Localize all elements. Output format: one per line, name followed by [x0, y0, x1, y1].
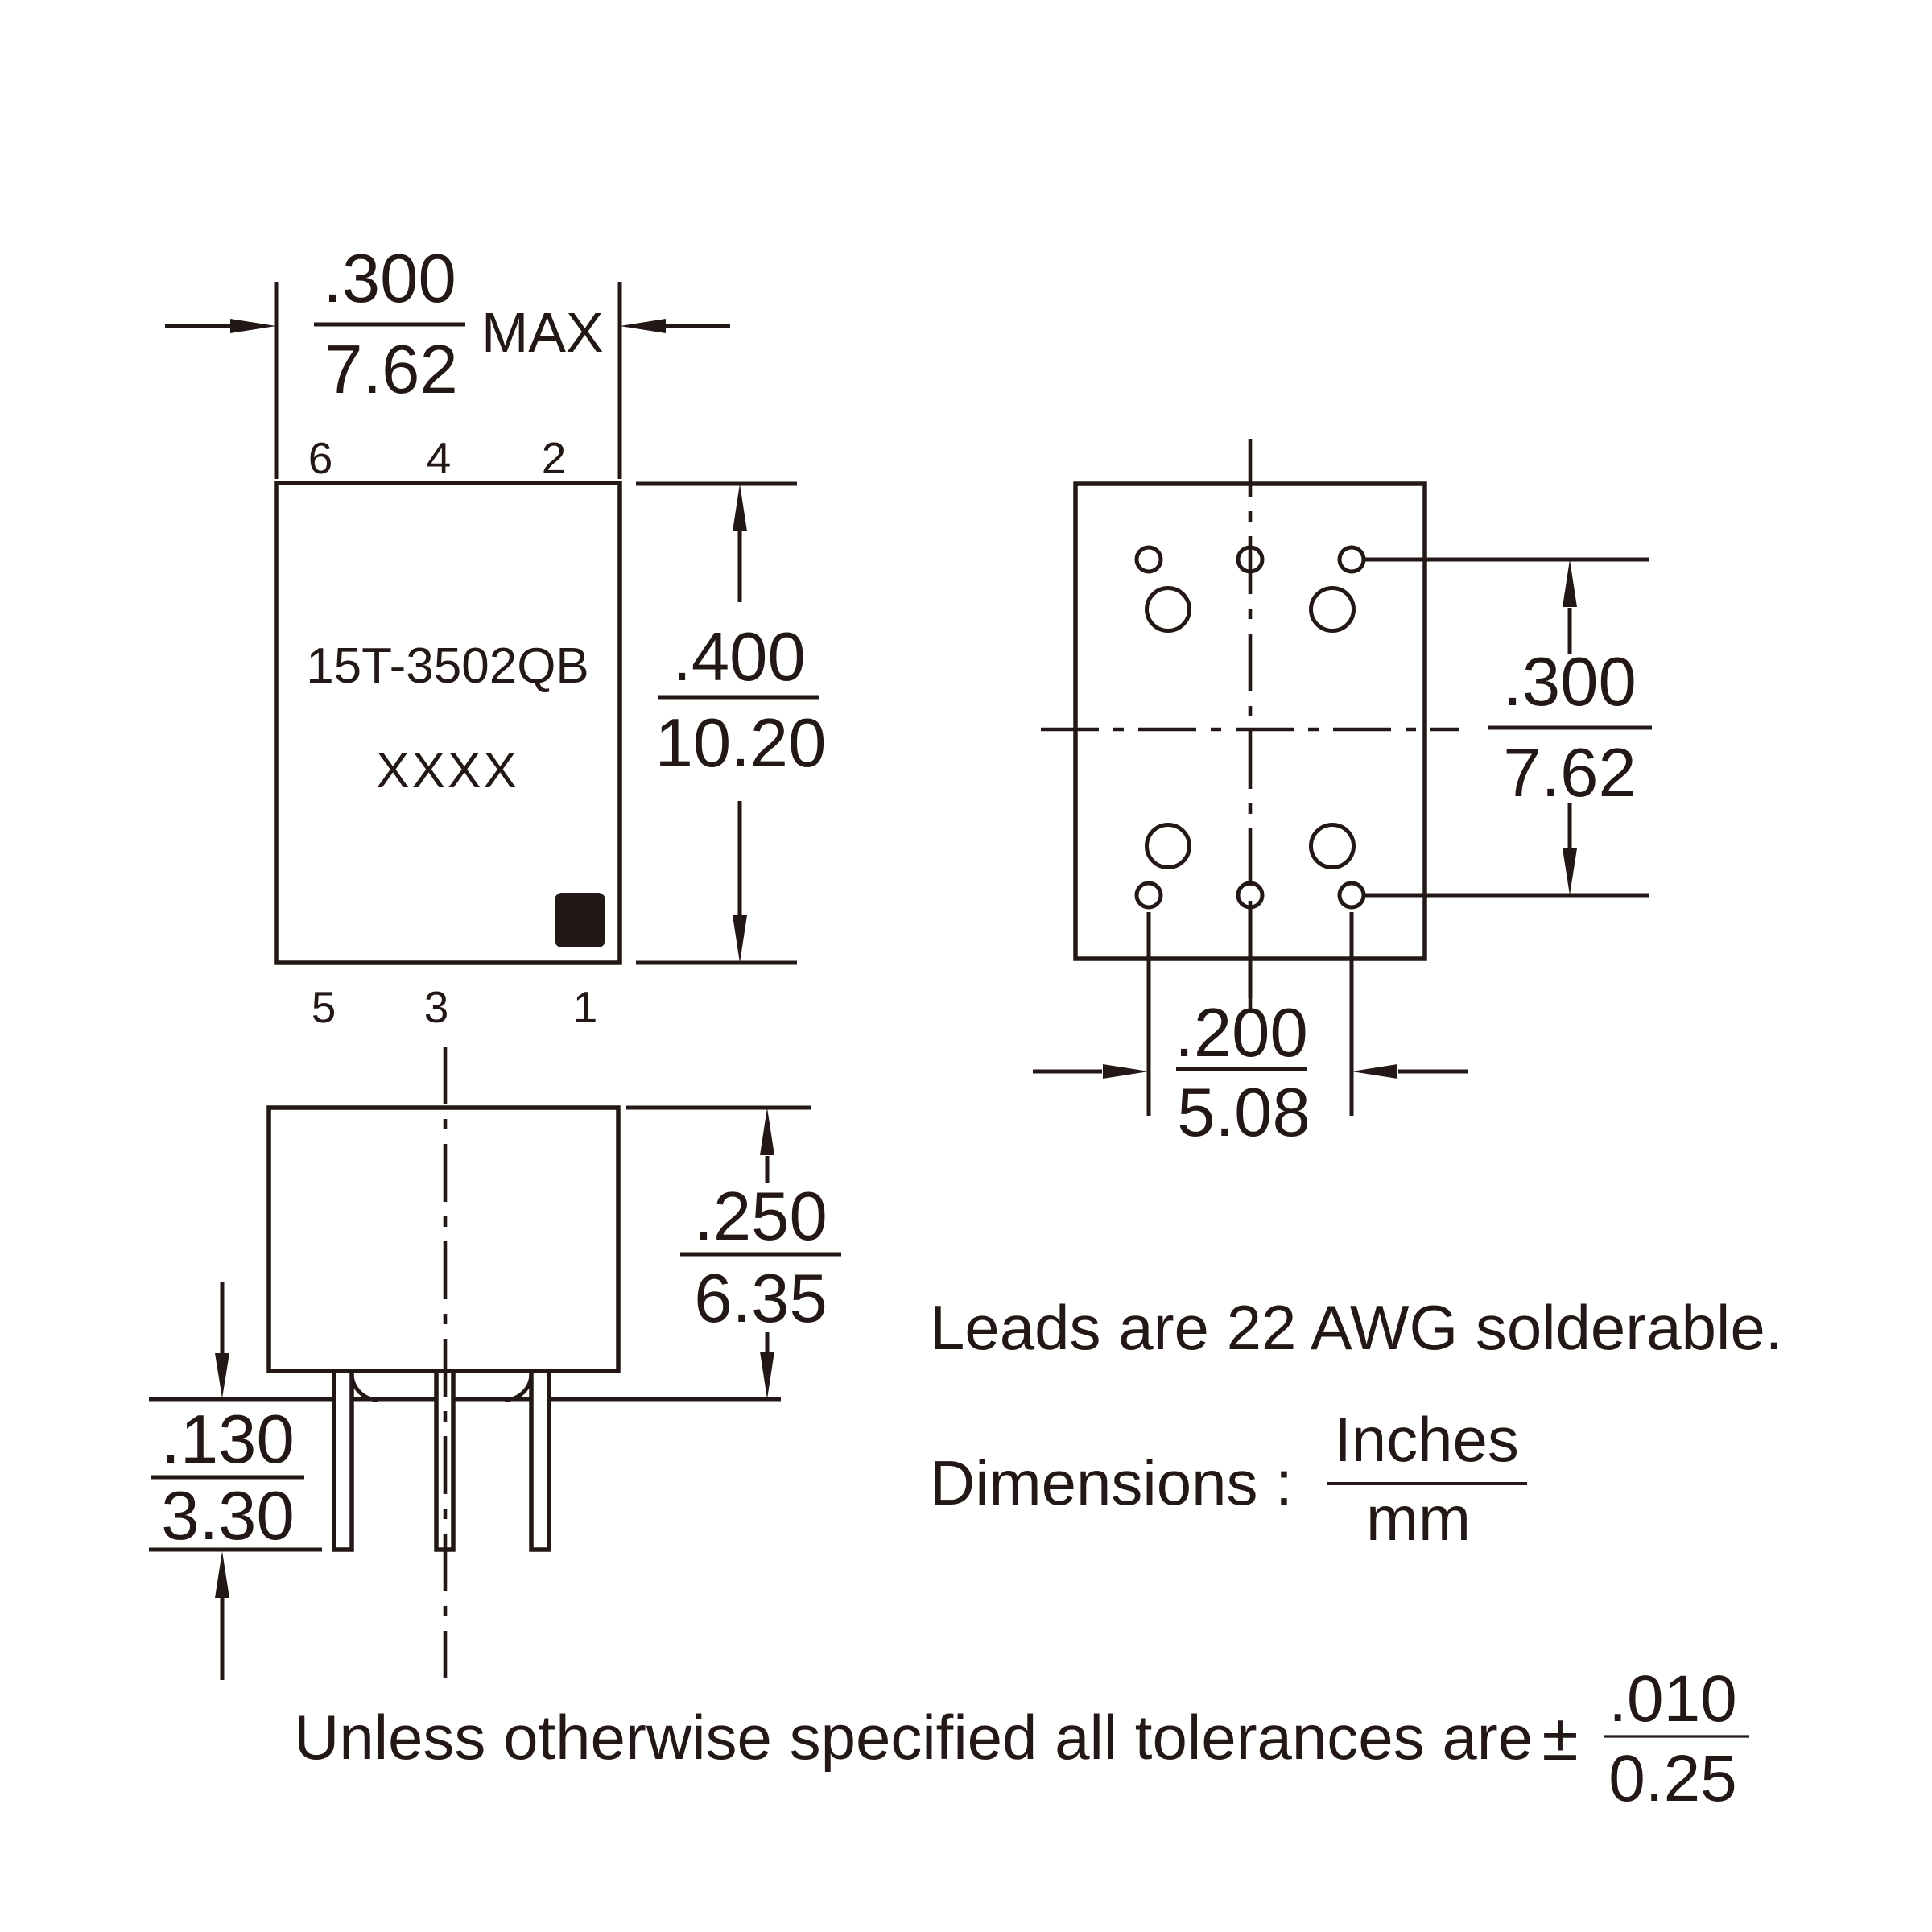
body-height-inches: .250 — [694, 1179, 827, 1255]
pin-label-6: 6 — [308, 433, 333, 483]
front-height-mm: 10.20 — [655, 705, 827, 782]
arrowhead-down-icon — [733, 915, 747, 963]
arrowhead-up-icon — [215, 1551, 229, 1598]
arrowhead-up-icon — [733, 484, 747, 531]
pin-hole-small — [1337, 881, 1366, 910]
lead-fillet — [504, 1373, 534, 1402]
units-numerator: Inches — [1334, 1404, 1519, 1475]
dimensions-label: Dimensions : — [930, 1447, 1293, 1518]
lead-length-inches: .130 — [161, 1402, 294, 1478]
date-code-label: XXXX — [376, 743, 518, 799]
pin-pad-large — [1145, 586, 1191, 633]
row-pitch-mm: 7.62 — [1503, 735, 1636, 811]
pin-hole-small — [1134, 545, 1163, 574]
body-height-mm: 6.35 — [694, 1261, 827, 1337]
pin-label-5: 5 — [312, 982, 336, 1032]
pin-hole-small — [1236, 545, 1265, 574]
arrowhead-up-icon — [760, 1108, 774, 1155]
lead-length-mm: 3.30 — [161, 1478, 294, 1554]
pin-label-3: 3 — [424, 982, 449, 1032]
arrowhead-down-icon — [215, 1353, 229, 1398]
bottom-view: .300 7.62 .200 5.08 — [1033, 439, 1652, 1151]
arrowhead-right-icon — [1103, 1064, 1149, 1079]
arrowhead-left-icon — [620, 319, 666, 333]
notes: Leads are 22 AWG solderable. Dimensions … — [294, 1292, 1782, 1815]
lead-right — [529, 1368, 551, 1552]
tolerance-inches: .010 — [1608, 1662, 1737, 1736]
pin-hole-small — [1337, 545, 1366, 574]
row-pitch-inches: .300 — [1503, 644, 1636, 720]
arrowhead-down-icon — [760, 1352, 774, 1399]
pin-pad-large — [1309, 823, 1356, 869]
tolerance-note: Unless otherwise specified all tolerance… — [294, 1702, 1533, 1773]
arrowhead-up-icon — [1563, 559, 1577, 607]
pin1-index-square — [555, 893, 605, 947]
pin-label-2: 2 — [542, 433, 567, 483]
column-pitch-mm: 5.08 — [1177, 1075, 1310, 1151]
front-width-mm: 7.62 — [324, 332, 457, 408]
units-denominator: mm — [1366, 1483, 1471, 1554]
pin-pad-large — [1309, 586, 1356, 633]
arrowhead-down-icon — [1563, 848, 1577, 895]
part-number-label: 15T-3502QB — [306, 638, 589, 694]
arrowhead-left-icon — [1352, 1064, 1397, 1079]
pin-hole-small — [1134, 881, 1163, 910]
side-view: .250 6.35 .130 3.30 — [149, 1046, 841, 1680]
plus-minus-sign: ± — [1542, 1701, 1578, 1774]
lead-fillet — [349, 1373, 379, 1402]
front-width-qualifier: MAX — [481, 301, 604, 364]
front-view: .300 7.62 MAX 6 4 2 5 3 1 15T-3502QB XXX… — [165, 241, 826, 1032]
column-pitch-inches: .200 — [1174, 995, 1307, 1071]
front-height-inches: .400 — [672, 619, 805, 696]
tolerance-mm: 0.25 — [1608, 1742, 1737, 1815]
pin-label-1: 1 — [573, 982, 598, 1032]
pin-pad-large — [1145, 823, 1191, 869]
arrowhead-right-icon — [230, 319, 276, 333]
pin-label-4: 4 — [427, 433, 452, 483]
front-width-inches: .300 — [323, 241, 456, 317]
lead-left — [332, 1368, 354, 1552]
front-body-outline — [274, 481, 622, 965]
leads-note: Leads are 22 AWG solderable. — [930, 1292, 1782, 1363]
